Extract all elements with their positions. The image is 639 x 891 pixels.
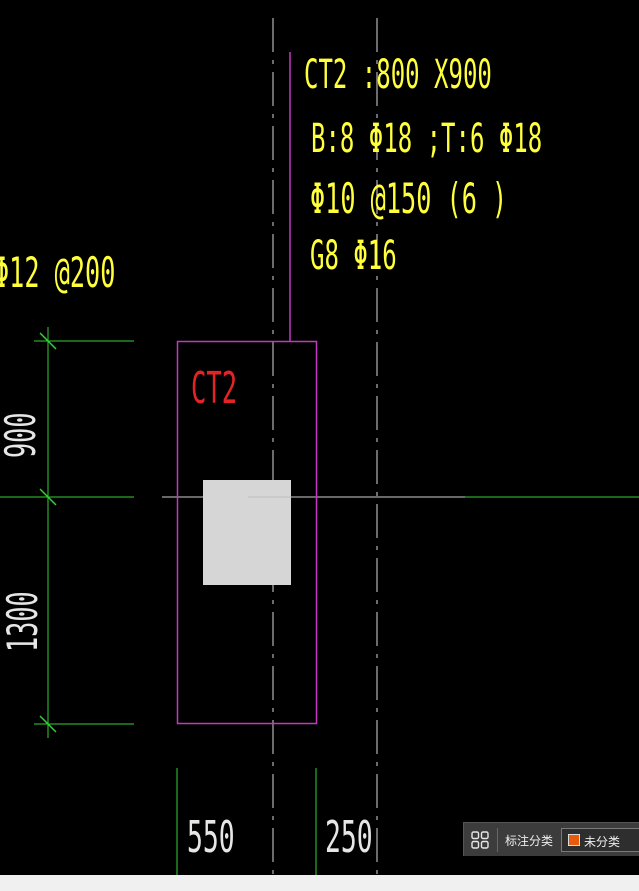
annotation-line-2[interactable]: B:8 Φ18 ;T:6 Φ18 (311, 116, 543, 162)
pile-cap-label[interactable]: CT2 (191, 363, 238, 414)
annotation-line-1[interactable]: CT2 :800 X900 (304, 52, 492, 98)
category-color-swatch (568, 834, 580, 846)
annotation-category-label: 标注分类 (505, 834, 554, 848)
status-strip (0, 875, 639, 891)
annotation-category-toolbar: 标注分类 未分类 (463, 822, 639, 856)
dim-tick-top (39, 332, 57, 350)
category-select[interactable]: 未分类 (561, 828, 639, 852)
pile-cap-outline[interactable] (176, 340, 318, 725)
column-block[interactable] (203, 480, 291, 585)
annotation-line-3[interactable]: Φ10 @150 (6 ) (310, 174, 508, 223)
dim-text-bottom-left[interactable]: 550 (187, 812, 235, 863)
annotation-line-4[interactable]: G8 Φ16 (310, 233, 397, 279)
dim-tick-mid (39, 488, 57, 506)
dim-tick-bottom (39, 715, 57, 733)
dim-text-bottom-right[interactable]: 250 (325, 812, 373, 863)
left-rebar-text[interactable]: Φ12 @200 (0, 248, 116, 297)
category-select-value: 未分类 (584, 835, 621, 849)
toolbar-separator (497, 828, 498, 852)
dim-text-upper[interactable]: 900 (0, 412, 45, 458)
dim-text-lower[interactable]: 1300 (0, 591, 47, 652)
grid-icon[interactable] (471, 831, 489, 849)
